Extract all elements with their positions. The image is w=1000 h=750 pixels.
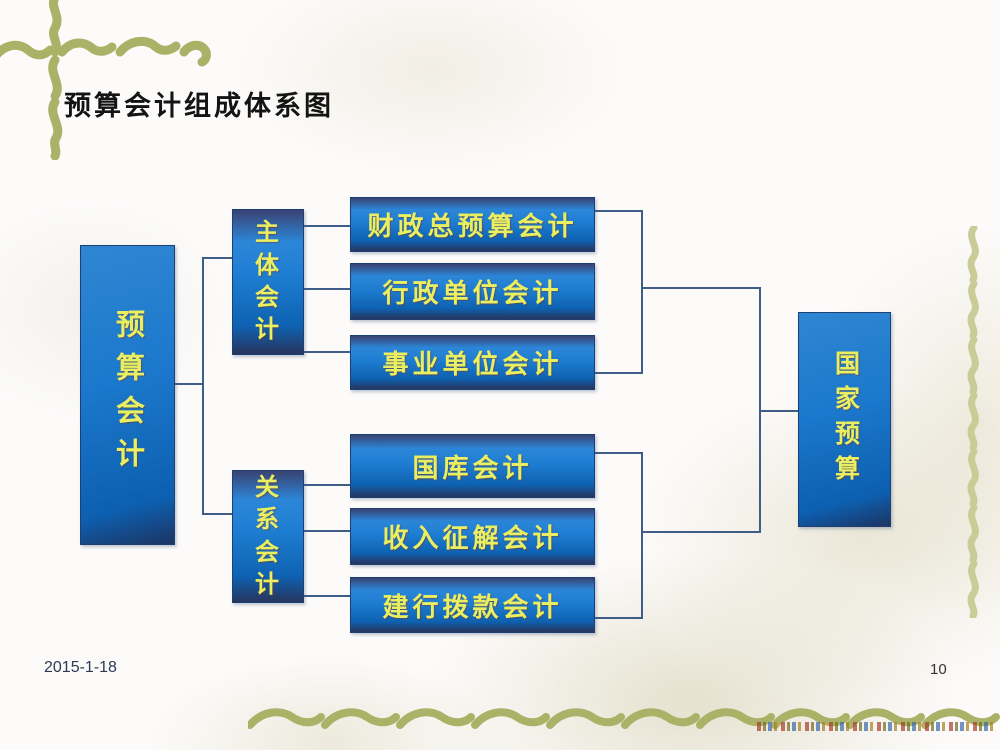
node-public-institution-accounting-label: 事业单位会计 xyxy=(382,350,563,379)
node-budget-accounting-label: 预算会计 xyxy=(111,309,144,481)
connector-to-national-budget xyxy=(761,410,798,412)
node-subject-accounting: 主体会计 xyxy=(232,209,304,355)
connector-bottom-right-1 xyxy=(595,452,643,454)
connector-to-relation-group xyxy=(204,513,232,515)
connector-relation-child-2 xyxy=(303,530,350,532)
bottom-border-wave-ornament xyxy=(248,708,1000,729)
connector-top-right-trunk xyxy=(641,210,643,374)
node-fiscal-general-budget-accounting: 财政总预算会计 xyxy=(350,197,595,252)
right-edge-squiggle-ornament xyxy=(967,226,979,618)
node-bank-appropriation-accounting: 建行拨款会计 xyxy=(350,577,595,633)
connector-subject-child-3 xyxy=(303,351,350,353)
connector-top-right-1 xyxy=(595,210,643,212)
connector-root-trunk xyxy=(175,383,203,385)
node-public-institution-accounting: 事业单位会计 xyxy=(350,335,595,390)
connector-left-trunk xyxy=(202,257,204,515)
node-administrative-unit-accounting: 行政单位会计 xyxy=(350,263,595,320)
connector-bottom-right-trunk xyxy=(641,452,643,619)
node-bank-appropriation-accounting-label: 建行拨款会计 xyxy=(382,592,563,622)
node-administrative-unit-accounting-label: 行政单位会计 xyxy=(382,279,563,308)
connector-subject-child-2 xyxy=(303,288,350,290)
node-subject-accounting-label: 主体会计 xyxy=(255,220,281,344)
connector-subject-child-1 xyxy=(303,225,350,227)
connector-relation-child-3 xyxy=(303,595,350,597)
connector-bottom-right-3 xyxy=(595,617,643,619)
connector-top-right-3 xyxy=(595,372,643,374)
node-revenue-collection-accounting-label: 收入征解会计 xyxy=(382,524,563,553)
connector-to-subject-group xyxy=(204,257,232,259)
page-number: 10 xyxy=(930,661,947,678)
slide-date: 2015-1-18 xyxy=(44,659,117,676)
node-fiscal-general-budget-accounting-label: 财政总预算会计 xyxy=(367,212,578,241)
node-national-budget: 国家预算 xyxy=(798,312,891,527)
node-treasury-accounting-label: 国库会计 xyxy=(412,453,533,483)
node-relation-accounting: 关系会计 xyxy=(232,470,304,603)
node-treasury-accounting: 国库会计 xyxy=(350,434,595,498)
node-relation-accounting-label: 关系会计 xyxy=(255,474,281,598)
connector-relation-child-1 xyxy=(303,484,350,486)
top-left-squiggle-ornament xyxy=(0,0,211,160)
node-budget-accounting: 预算会计 xyxy=(80,245,175,545)
connector-bottom-group-out xyxy=(643,531,761,533)
connector-final-trunk xyxy=(759,287,761,533)
node-national-budget-label: 国家预算 xyxy=(831,349,859,490)
slide-title: 预算会计组成体系图 xyxy=(64,91,334,121)
connector-top-group-out xyxy=(643,287,761,289)
watermark-glyphs xyxy=(757,722,993,731)
node-revenue-collection-accounting: 收入征解会计 xyxy=(350,508,595,565)
